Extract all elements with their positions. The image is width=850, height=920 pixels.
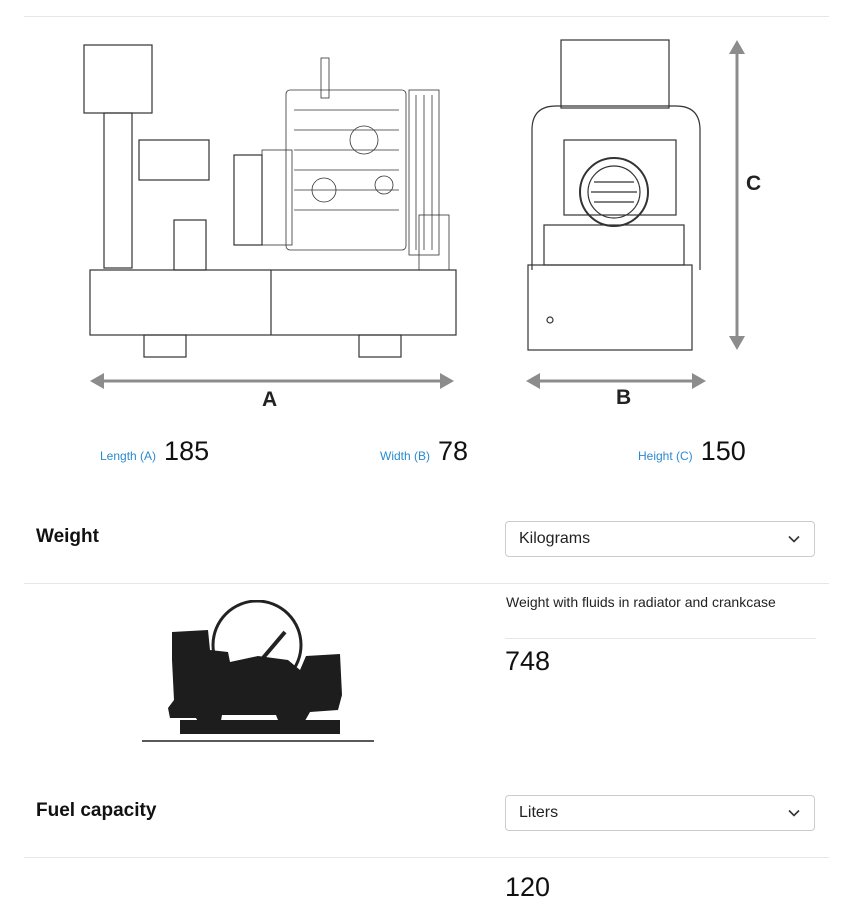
dimension-arrows [90, 40, 745, 389]
dimension-letter-a: A [262, 388, 277, 411]
weight-value-divider [505, 638, 816, 639]
dimension-length-label: Length (A) [100, 449, 157, 463]
generator-side-view [527, 39, 701, 351]
weight-unit-select[interactable]: Kilograms [505, 521, 815, 557]
dimension-width-label: Width (B) [380, 449, 431, 463]
dimension-height: Height (C) 150 [638, 436, 746, 467]
weight-unit-selected: Kilograms [519, 530, 591, 547]
generator-front-view [83, 44, 457, 358]
chevron-down-icon [788, 535, 800, 543]
fuel-capacity-title: Fuel capacity [36, 800, 157, 821]
dimension-letter-b: B [616, 386, 631, 409]
fuel-unit-select[interactable]: Liters [505, 795, 815, 831]
weight-divider [24, 583, 829, 584]
weight-title: Weight [36, 526, 99, 547]
generator-dimension-diagram: A B C [83, 39, 761, 411]
dimension-width-value: 78 [438, 436, 469, 466]
fuel-capacity-value: 120 [505, 872, 551, 902]
weight-value: 748 [505, 646, 551, 676]
top-divider [24, 16, 829, 17]
generator-scale-icon [142, 600, 374, 742]
chevron-down-icon [788, 809, 800, 817]
dimension-length-value: 185 [164, 436, 210, 466]
dimension-height-label: Height (C) [638, 449, 693, 463]
fuel-unit-selected: Liters [519, 804, 559, 821]
fuel-divider [24, 857, 829, 858]
dimension-letter-c: C [746, 172, 761, 195]
weight-note: Weight with fluids in radiator and crank… [506, 594, 776, 610]
dimension-length: Length (A) 185 [100, 436, 209, 467]
dimension-height-value: 150 [700, 436, 746, 466]
dimension-width: Width (B) 78 [380, 436, 468, 467]
